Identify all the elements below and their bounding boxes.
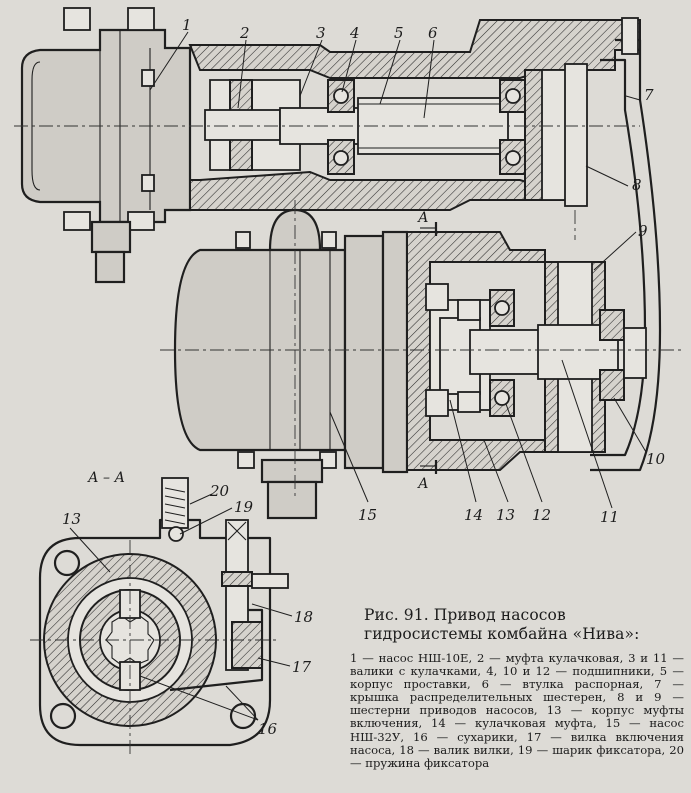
- spacer-housing: [188, 19, 641, 79]
- caption-title: Рис. 91. Привод насосов гидросистемы ком…: [364, 606, 640, 643]
- detent-spring-20: [161, 477, 189, 529]
- callout-18: 18: [294, 608, 313, 626]
- callout-11: 11: [600, 508, 619, 526]
- coupling-housing-13: [406, 231, 546, 471]
- callout-6: 6: [428, 24, 438, 42]
- callout-16: 16: [258, 720, 278, 738]
- figure-caption: Рис. 91. Привод насосов гидросистемы ком…: [350, 606, 684, 770]
- section-cut-label-bottom: А: [417, 476, 429, 492]
- callout-12: 12: [532, 506, 551, 524]
- callout-7: 7: [644, 86, 654, 104]
- callout-4: 4: [349, 24, 360, 42]
- lower-pump-assembly: [173, 208, 647, 520]
- callout-19: 19: [234, 498, 254, 516]
- callout-13: 13: [496, 506, 515, 524]
- callout-3: 3: [316, 24, 326, 42]
- callout-15: 15: [358, 506, 377, 524]
- callout-20: 20: [209, 482, 230, 500]
- callout-5: 5: [394, 24, 404, 42]
- callout-14: 14: [464, 506, 483, 524]
- callout-9: 9: [638, 222, 648, 240]
- callout-17: 17: [292, 658, 312, 676]
- caption-body: 1 — насос НШ-10Е, 2 — муфта кулачковая, …: [350, 651, 684, 770]
- gear-cover-7: [590, 38, 662, 472]
- callout-13-section: 13: [62, 510, 81, 528]
- section-housing-outline: [38, 518, 272, 747]
- callout-10: 10: [646, 450, 666, 468]
- callout-1: 1: [182, 16, 192, 34]
- leader-lines: [69, 31, 647, 721]
- callout-2: 2: [239, 24, 250, 42]
- section-title: А – А: [87, 470, 125, 486]
- section-cut-label-top: А: [417, 210, 429, 226]
- caption-legend-text: 1 — насос НШ-10Е, 2 — муфта кулачковая, …: [350, 651, 688, 770]
- callout-8: 8: [632, 176, 642, 194]
